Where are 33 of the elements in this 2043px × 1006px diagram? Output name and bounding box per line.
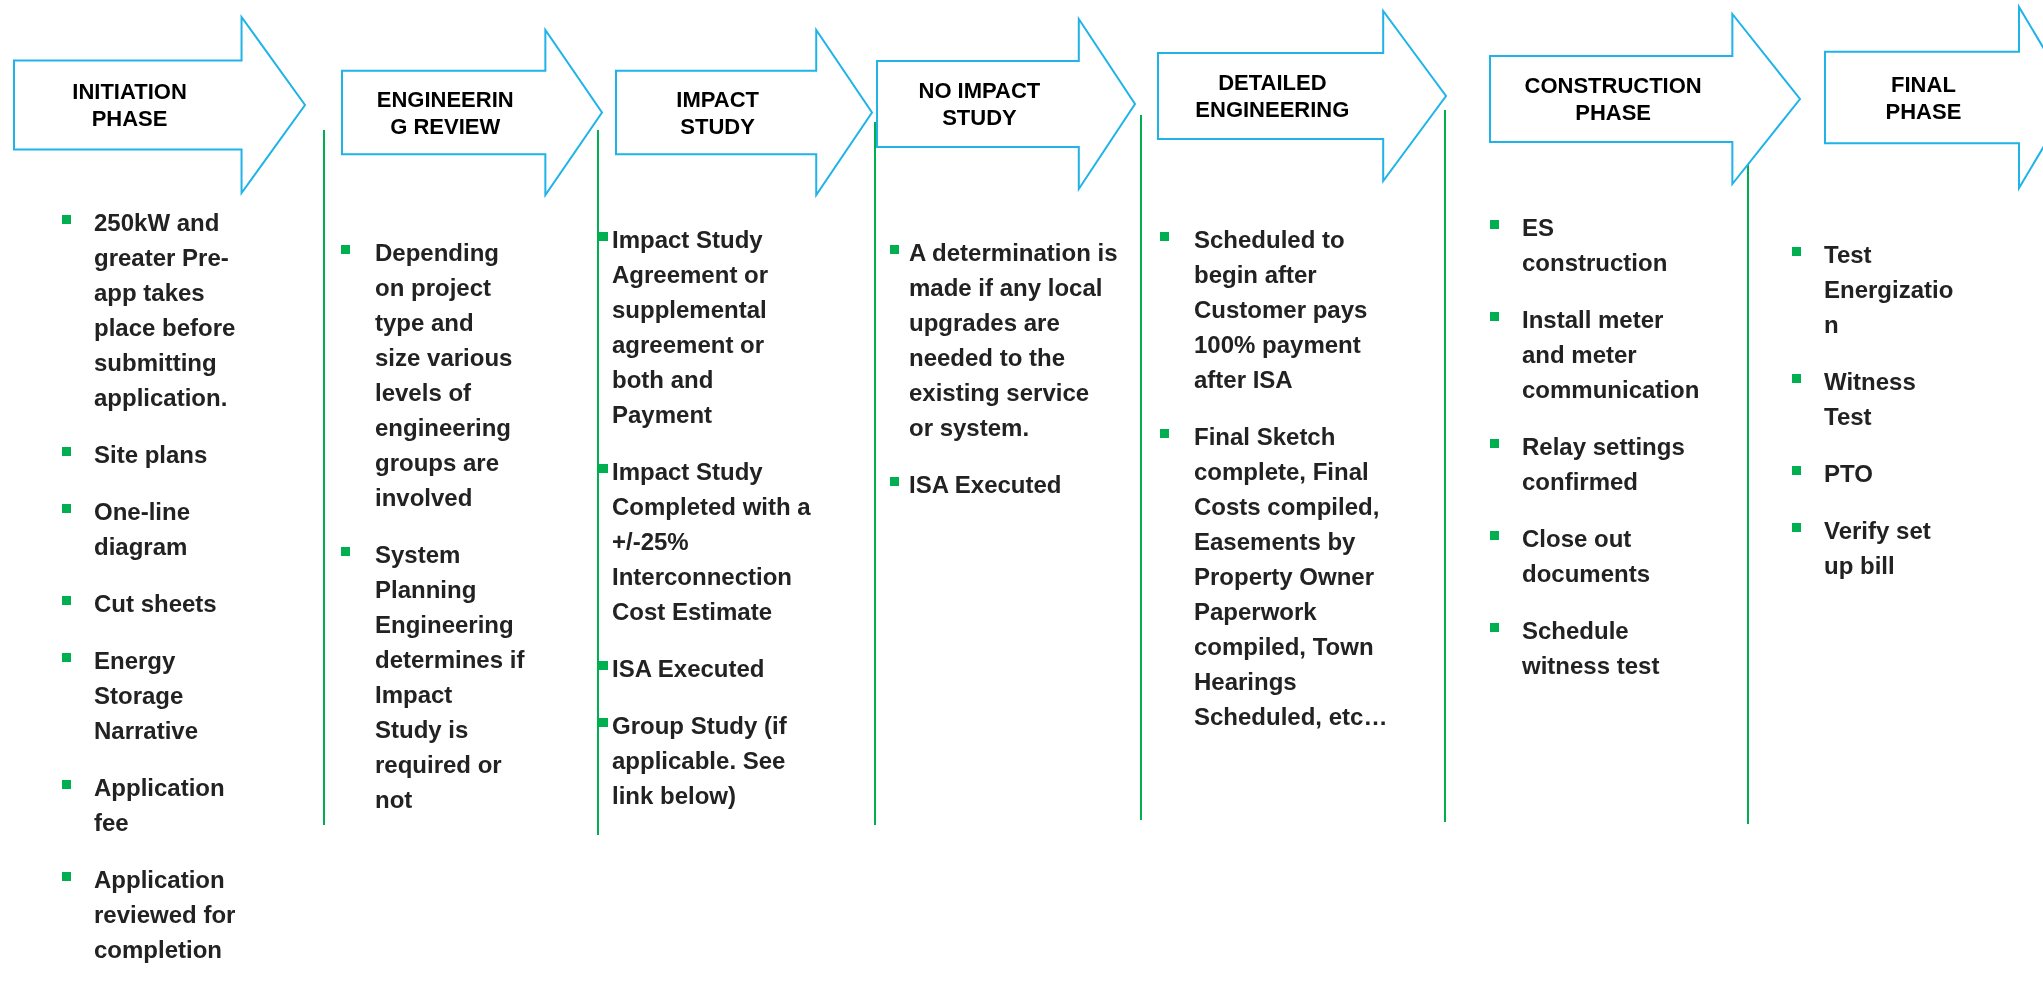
list-item-text: System Planning Engineering determines if Impact Study is required or not	[375, 540, 525, 815]
list-item-text: Group Study (if applicable. See link below)	[612, 711, 788, 811]
list-item-text: Install meter and meter communication	[1522, 305, 1701, 405]
phase-title: IMPACT STUDY	[675, 85, 760, 140]
phase-title: INITIATION PHASE	[71, 78, 188, 132]
list-item-text: Application reviewed for completion	[94, 865, 237, 965]
list-item-text: ISA Executed	[909, 470, 1063, 500]
list-item-text: Schedule witness test	[1522, 616, 1661, 681]
phase-title: DETAILED ENGINEERING	[1194, 69, 1351, 123]
list-item-text: ISA Executed	[612, 654, 766, 684]
list-item-text: Energy Storage Narrative	[94, 646, 200, 746]
phase-title: CONSTRUCTION PHASE	[1524, 72, 1702, 126]
list-item-text: Depending on project type and size various levels of engineering groups are involved	[375, 238, 514, 513]
phase-title: FINAL PHASE	[1884, 70, 1963, 125]
list-item-text: A determination is made if any local upgrades are needed to the existing service or system.	[909, 238, 1119, 443]
phase-title: ENGINEERIN G REVIEW	[375, 85, 515, 140]
list-item-text: 250kW and greater Pre-app takes place before submitting application.	[94, 208, 237, 413]
list-item-text: Verify set up bill	[1824, 516, 1932, 581]
list-item-text: Final Sketch complete, Final Costs compiled, Easements by Property Owner Paperwork compiled, Town Hearings Scheduled, etc…	[1194, 422, 1389, 732]
list-item-text: Relay settings confirmed	[1522, 432, 1686, 497]
list-item-text: Impact Study Agreement or supplemental agreement or both and Payment	[612, 225, 770, 430]
list-item-text: Test Energizatio n	[1824, 240, 1954, 340]
list-item-text: Witness Test	[1824, 367, 1917, 432]
list-item-text: ES construction	[1522, 213, 1669, 278]
list-item-text: Close out documents	[1522, 524, 1651, 589]
phase-title: NO IMPACT STUDY	[917, 77, 1042, 131]
list-item-text: Application fee	[94, 773, 226, 838]
list-item-text: Cut sheets	[94, 589, 218, 619]
list-item-text: PTO	[1824, 459, 1874, 489]
list-item-text: Scheduled to begin after Customer pays 100% payment after ISA	[1194, 225, 1369, 395]
list-item-text: One-line diagram	[94, 497, 191, 562]
list-item-text: Site plans	[94, 440, 209, 470]
list-item-text: Impact Study Completed with a +/-25% Interconnection Cost Estimate	[612, 457, 812, 627]
